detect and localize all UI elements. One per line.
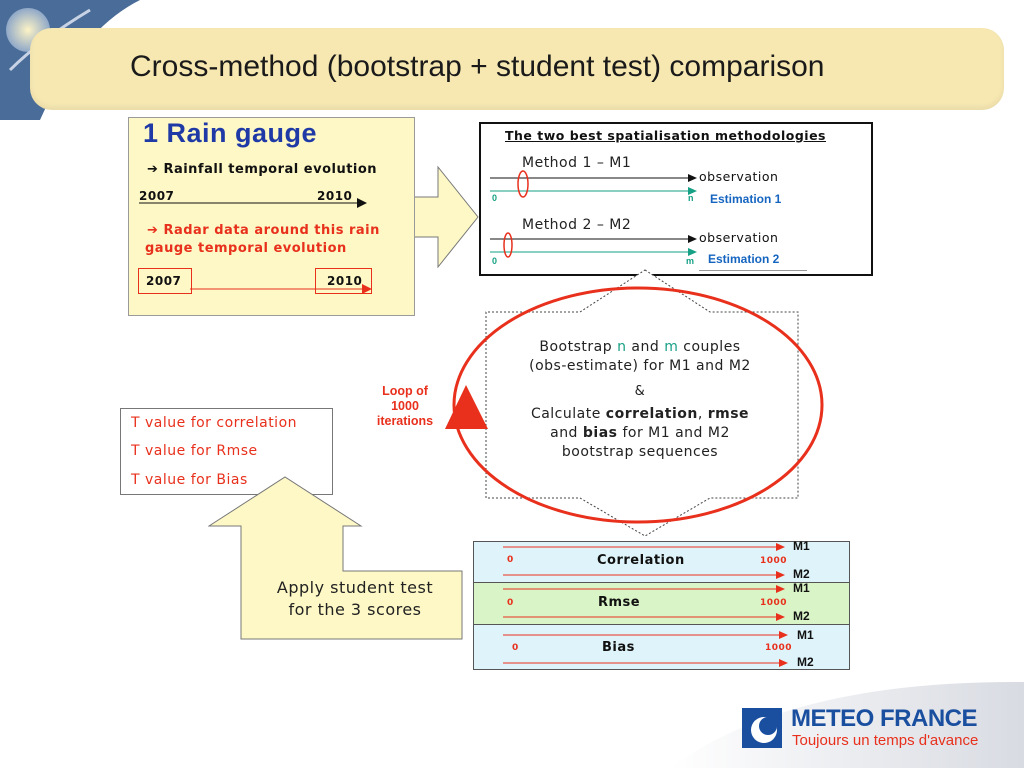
- correlation-zero: 0: [507, 555, 514, 565]
- student-line2: for the 3 scores: [288, 600, 422, 619]
- rain-gauge-heading: 1 Rain gauge: [143, 118, 318, 148]
- method2-zero: 0: [492, 256, 498, 266]
- radar-line1-text: Radar data around this rain: [163, 223, 380, 238]
- correlation-m1: M1: [793, 539, 810, 553]
- method1-zero: 0: [492, 193, 498, 203]
- method2-observation: observation: [699, 230, 779, 245]
- rainfall-temporal-text: Rainfall temporal evolution: [163, 162, 378, 177]
- meteo-france-logo-icon: [742, 708, 782, 748]
- estimation1-label: Estimation 1: [710, 192, 782, 206]
- bootstrap-m: m: [664, 339, 679, 355]
- methods-box: [479, 122, 873, 276]
- arrow-glyph: ➔: [147, 223, 159, 238]
- radar-timeline-arrow: [190, 284, 372, 294]
- score-band-correlation: [473, 541, 850, 583]
- student-line1: Apply student test: [276, 578, 434, 597]
- method2-end: m: [686, 256, 695, 266]
- t-value-rmse: T value for Rmse: [131, 443, 258, 459]
- bootstrap-bias: bias: [582, 425, 618, 441]
- score-band-bias: [473, 624, 850, 670]
- bootstrap-line3-a: Calculate: [530, 406, 606, 422]
- rain-gauge-box: [128, 117, 415, 316]
- method1-label: Method 1 – M1: [522, 155, 632, 171]
- year-end: 2010: [317, 189, 353, 203]
- t-value-bias: T value for Bias: [131, 472, 248, 488]
- bias-name: Bias: [602, 640, 635, 655]
- rmse-name: Rmse: [598, 595, 641, 610]
- t-value-correlation: T value for correlation: [131, 415, 298, 431]
- methods-heading: The two best spatialisation methodologie…: [505, 128, 826, 143]
- bootstrap-line1-a: Bootstrap: [539, 339, 618, 355]
- loop-label: Loop of 1000 iterations: [365, 384, 445, 429]
- rmse-end: 1000: [760, 598, 788, 608]
- radar-label-line1: ➔ Radar data around this rain: [147, 222, 380, 240]
- loop-triangle-icon: [445, 385, 488, 429]
- slide-title: Cross-method (bootstrap + student test) …: [130, 50, 825, 83]
- rmse-m2: M2: [793, 609, 810, 623]
- bootstrap-correlation: correlation: [605, 406, 698, 422]
- bootstrap-line1-c: couples: [678, 339, 741, 355]
- correlation-name: Correlation: [597, 553, 685, 568]
- big-right-arrow: [412, 165, 479, 269]
- year-start: 2007: [139, 189, 175, 203]
- radar-label-line2: gauge temporal evolution: [145, 241, 347, 256]
- logo-name: METEO FRANCE: [791, 705, 978, 732]
- title-bar: [30, 28, 1004, 110]
- bootstrap-line4: and bias for M1 and M2: [490, 424, 790, 443]
- student-up-arrow: [208, 476, 463, 640]
- student-text: Apply student test for the 3 scores: [255, 577, 455, 621]
- method1-lines: [490, 170, 697, 198]
- method2-label: Method 2 – M2: [522, 217, 632, 233]
- bias-m2: M2: [797, 655, 814, 669]
- rmse-m1: M1: [793, 581, 810, 595]
- estimation2-label: Estimation 2: [708, 252, 780, 266]
- score-arrows: [503, 543, 788, 667]
- loop-line1: Loop of: [382, 384, 428, 398]
- correlation-end: 1000: [760, 556, 788, 566]
- logo-tagline: Toujours un temps d'avance: [792, 732, 979, 749]
- t-values-box: [120, 408, 333, 495]
- radar-year-start-box: [138, 268, 192, 294]
- bias-m1: M1: [797, 628, 814, 642]
- correlation-m2: M2: [793, 567, 810, 581]
- radar-year-end-box: [315, 268, 372, 294]
- bootstrap-line5: bootstrap sequences: [561, 444, 719, 460]
- radar-year-end: 2010: [327, 274, 363, 288]
- bootstrap-line3: Calculate correlation, rmse: [490, 405, 790, 424]
- bootstrap-line2: (obs-estimate) for M1 and M2: [529, 358, 751, 374]
- bootstrap-line4-a: and: [550, 425, 583, 441]
- method1-observation: observation: [699, 169, 779, 184]
- rmse-zero: 0: [507, 598, 514, 608]
- bias-zero: 0: [512, 643, 519, 653]
- bootstrap-text: Bootstrap n and m couples (obs-estimate)…: [490, 338, 790, 462]
- rainfall-temporal-label: ➔ Rainfall temporal evolution: [147, 162, 377, 177]
- bootstrap-amp: &: [634, 384, 646, 399]
- rainfall-timeline-arrow: [139, 198, 367, 208]
- bootstrap-line3-b: ,: [697, 406, 708, 422]
- bias-end: 1000: [765, 643, 793, 653]
- method2-lines: [490, 232, 697, 258]
- estimation2-box: [699, 249, 807, 271]
- radar-label: ➔ Radar data around this rain gauge temp…: [145, 222, 380, 258]
- loop-line3: iterations: [376, 414, 434, 428]
- bootstrap-line1-b: and: [626, 339, 665, 355]
- bootstrap-n: n: [617, 339, 627, 355]
- arrow-glyph: ➔: [147, 162, 159, 177]
- bootstrap-hexagon: [485, 269, 799, 537]
- bootstrap-red-ellipse: [452, 286, 824, 524]
- method1-end: n: [688, 193, 694, 203]
- bootstrap-line4-b: for M1 and M2: [617, 425, 730, 441]
- bootstrap-line1: Bootstrap n and m couples: [490, 338, 790, 357]
- radar-year-start: 2007: [146, 274, 182, 288]
- loop-line2: 1000: [391, 399, 419, 413]
- bootstrap-rmse: rmse: [707, 406, 750, 422]
